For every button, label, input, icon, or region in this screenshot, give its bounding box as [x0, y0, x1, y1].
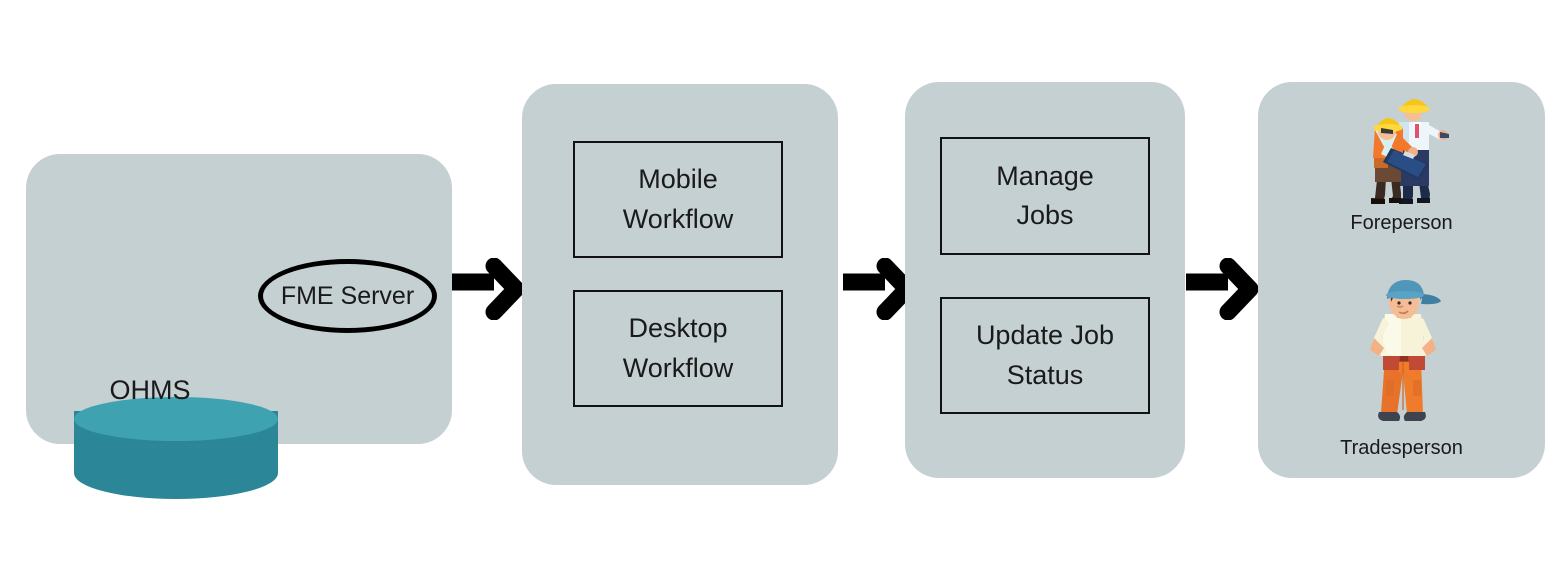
box-update-job-status[interactable]: Update Job Status	[940, 297, 1150, 414]
box-mobile-workflow[interactable]: Mobile Workflow	[573, 141, 783, 258]
fme-server-label: FME Server	[280, 281, 415, 310]
box-update-job-status-line1: Update Job	[975, 320, 1115, 351]
foreperson-label: Foreperson	[1350, 212, 1453, 234]
arrow-right-icon	[452, 257, 528, 321]
box-desktop-workflow[interactable]: Desktop Workflow	[573, 290, 783, 407]
box-update-job-status-line2: Status	[1006, 359, 1084, 390]
database-cylinder-icon	[74, 397, 278, 513]
cylinder-top	[74, 397, 278, 441]
box-manage-jobs-line2: Jobs	[1016, 200, 1074, 230]
box-desktop-workflow-line1: Desktop	[628, 313, 728, 344]
box-mobile-workflow-line2: Workflow	[622, 203, 734, 234]
box-mobile-workflow-line1: Mobile	[638, 164, 718, 195]
tradesperson-label: Tradesperson	[1340, 437, 1463, 459]
box-desktop-workflow-line2: Workflow	[622, 352, 734, 383]
box-manage-jobs[interactable]: Manage Jobs	[940, 137, 1150, 255]
tradesperson-illustration-icon	[1353, 280, 1457, 428]
database-label: OHMS	[109, 375, 191, 405]
foreperson-illustration-icon	[1341, 88, 1453, 206]
box-manage-jobs-line1: Manage	[996, 160, 1094, 191]
fme-server-ellipse: FME Server	[258, 259, 437, 333]
arrow-right-icon	[1186, 257, 1262, 321]
